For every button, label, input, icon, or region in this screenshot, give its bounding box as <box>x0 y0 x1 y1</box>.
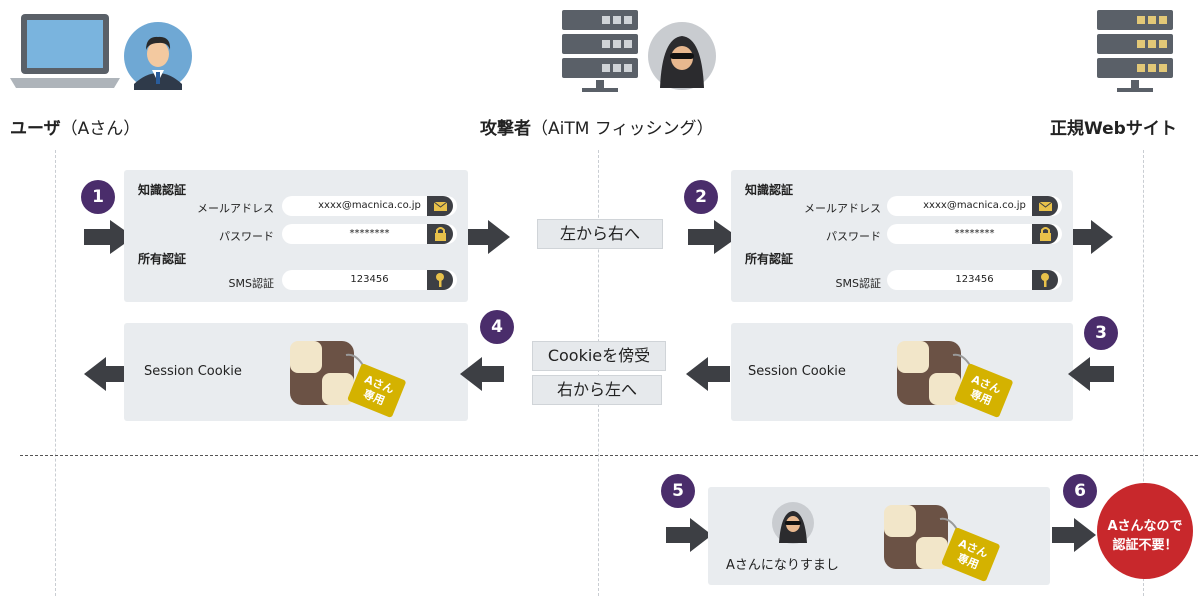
user-avatar-icon <box>124 22 192 90</box>
step-2-badge: 2 <box>684 180 718 214</box>
cookie-panel-attacker: Session Cookie Aさん 専用 <box>731 323 1073 421</box>
arrow-left-icon <box>460 357 504 391</box>
arrow-left-icon <box>686 357 730 391</box>
server-icon <box>1097 10 1173 92</box>
email-field[interactable]: xxxx@macnica.co.jp <box>282 196 457 216</box>
lock-icon <box>1032 224 1058 244</box>
sms-field[interactable]: 123456 <box>887 270 1062 290</box>
sms-field[interactable]: 123456 <box>282 270 457 290</box>
lock-icon <box>427 224 453 244</box>
divider-site <box>1143 150 1144 596</box>
flow-label-left-to-right: 左から右へ <box>537 219 663 249</box>
knowledge-auth-title: 知識認証 <box>745 183 794 197</box>
impersonation-panel: Aさんになりすまし Aさん 専用 <box>708 487 1050 585</box>
arrow-left-icon <box>1068 357 1114 391</box>
result-badge-line2: 認証不要！ <box>1112 538 1178 553</box>
divider-horizontal <box>20 455 1198 456</box>
actor-user-label: ユーザ（Aさん） <box>10 119 141 139</box>
arrow-right-icon <box>84 220 134 254</box>
email-label: メールアドレス <box>197 202 274 215</box>
actor-attacker-label: 攻撃者（AiTM フィッシング） <box>480 119 714 139</box>
step-6-badge: 6 <box>1063 474 1097 508</box>
knowledge-auth-title: 知識認証 <box>138 183 187 197</box>
cookie-icon: Aさん 専用 <box>884 505 1000 582</box>
email-field[interactable]: xxxx@macnica.co.jp <box>887 196 1062 216</box>
password-label: パスワード <box>219 230 274 243</box>
password-label: パスワード <box>826 230 881 243</box>
mail-icon <box>1032 196 1058 216</box>
result-badge: Aさんなので 認証不要！ <box>1097 483 1193 579</box>
key-icon <box>427 270 453 290</box>
arrow-right-icon <box>468 220 510 254</box>
flow-label-right-to-left: 右から左へ <box>532 375 662 405</box>
divider-user <box>55 150 56 596</box>
server-icon <box>562 10 638 92</box>
arrow-right-icon <box>666 518 712 552</box>
flow-label-steal-cookie: Cookieを傍受 <box>532 341 666 371</box>
step-4-badge: 4 <box>480 310 514 344</box>
divider-attacker <box>598 150 599 596</box>
password-field[interactable]: ******** <box>282 224 457 244</box>
result-badge-line1: Aさんなので <box>1107 519 1183 534</box>
arrow-right-icon <box>688 220 738 254</box>
hacker-avatar-icon <box>648 22 716 90</box>
laptop-icon <box>10 14 120 88</box>
actor-site-label: 正規Webサイト <box>1050 119 1177 139</box>
key-icon <box>1032 270 1058 290</box>
cookie-icon: Aさん 専用 <box>290 341 406 418</box>
password-field[interactable]: ******** <box>887 224 1062 244</box>
mail-icon <box>427 196 453 216</box>
possession-auth-title: 所有認証 <box>745 252 794 266</box>
session-cookie-label: Session Cookie <box>748 364 846 379</box>
cookie-icon: Aさん 専用 <box>897 341 1013 418</box>
arrow-right-icon <box>1073 220 1113 254</box>
credential-panel-user: 知識認証 メールアドレス xxxx@macnica.co.jp パスワード **… <box>124 170 468 302</box>
arrow-right-icon <box>1052 518 1096 552</box>
step-3-badge: 3 <box>1084 316 1118 350</box>
step-1-badge: 1 <box>81 180 115 214</box>
impersonation-label: Aさんになりすまし <box>726 558 839 573</box>
possession-auth-title: 所有認証 <box>138 252 187 266</box>
email-label: メールアドレス <box>804 202 881 215</box>
sms-label: SMS認証 <box>228 277 274 290</box>
step-5-badge: 5 <box>661 474 695 508</box>
session-cookie-label: Session Cookie <box>144 364 242 379</box>
sms-label: SMS認証 <box>835 277 881 290</box>
credential-panel-attacker: 知識認証 メールアドレス xxxx@macnica.co.jp パスワード **… <box>731 170 1073 302</box>
arrow-left-icon <box>84 357 128 391</box>
cookie-panel-user: Session Cookie Aさん 専用 <box>124 323 468 421</box>
hacker-avatar-icon <box>772 502 814 544</box>
